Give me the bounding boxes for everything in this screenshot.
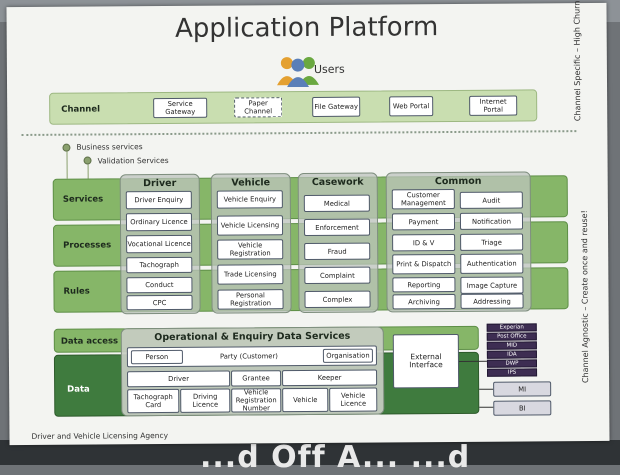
common-audit: Audit: [459, 191, 523, 209]
mi-connector: [479, 388, 494, 390]
ods-driving-licence: Driving Licence: [180, 388, 231, 413]
channel-agnostic-note: Channel Agnostic – Create once and reuse…: [579, 210, 591, 384]
external-interface: External Interface: [392, 333, 460, 389]
trade-licensing: Trade Licensing: [217, 264, 284, 285]
common-archiving: Archiving: [392, 293, 456, 310]
external-connector: [458, 360, 487, 362]
external-ips: IPS: [487, 368, 538, 377]
common-triage: Triage: [460, 233, 524, 251]
ods-vehicle: Vehicle: [282, 387, 329, 413]
bi-box: BI: [493, 400, 552, 416]
common-print-dispatch: Print & Dispatch: [392, 253, 456, 275]
validation-services-label: Validation Services: [97, 155, 169, 166]
data-access-label: Data access: [60, 336, 119, 347]
external-experian: Experian: [486, 323, 537, 332]
cpc: CPC: [126, 294, 193, 311]
channel-service-gateway: Service Gateway: [153, 97, 208, 119]
external-dwp: DWP: [486, 359, 538, 368]
ordinary-licence: Ordinary Licence: [125, 212, 193, 232]
common-notification: Notification: [459, 212, 524, 230]
casework-enforcement: Enforcement: [303, 218, 371, 237]
casework-medical: Medical: [303, 194, 370, 213]
dotted-separator: [21, 130, 577, 136]
legend-connector-2: [87, 164, 89, 179]
rules-label: Rules: [63, 286, 90, 297]
processes-label: Processes: [63, 240, 112, 251]
ods-grantee: Grantee: [231, 370, 282, 387]
channel-specific-note: Channel Specific – High Churn: [572, 0, 583, 122]
vocational-licence: Vocational Licence: [126, 234, 193, 254]
partial-next-poster-text: ...d Off A... ...d: [200, 440, 471, 475]
channel-file-gateway: File Gateway: [312, 96, 361, 117]
common-addressing: Addressing: [460, 293, 524, 309]
ods-driver: Driver: [127, 370, 231, 388]
bi-connector: [479, 406, 494, 408]
footer-agency: Driver and Vehicle Licensing Agency: [31, 430, 169, 441]
ods-keeper: Keeper: [282, 369, 378, 387]
common-title: Common: [434, 175, 482, 188]
external-mid: MID: [486, 341, 537, 350]
ods-vehicle-licence: Vehicle Licence: [329, 387, 378, 412]
common-payment: Payment: [391, 212, 456, 231]
casework-complex: Complex: [304, 290, 371, 309]
personal-registration: Personal Registration: [217, 289, 284, 310]
ods-title: Operational & Enquiry Data Services: [154, 330, 351, 344]
validation-services-dot: [83, 156, 92, 165]
channel-internet-portal: Internet Portal: [469, 95, 518, 116]
users-icon: [275, 53, 321, 88]
channel-paper: Paper Channel: [234, 97, 283, 118]
external-ida: IDA: [486, 350, 537, 359]
channel-label: Channel: [61, 104, 101, 115]
driver-title: Driver: [143, 177, 177, 190]
poster: Application Platform Users Channel Servi…: [6, 0, 610, 446]
users-label: Users: [313, 62, 345, 76]
external-post-office: Post Office: [486, 332, 537, 341]
casework-complaint: Complaint: [304, 266, 371, 285]
conduct: Conduct: [126, 276, 193, 294]
ods-party: Party (Customer): [208, 348, 289, 365]
mi-box: MI: [493, 381, 552, 397]
legend-connector: [66, 151, 68, 179]
casework-fraud: Fraud: [304, 242, 371, 261]
poster-title: Application Platform: [174, 12, 439, 44]
vehicle-registration: Vehicle Registration: [217, 239, 284, 260]
business-services-label: Business services: [76, 142, 143, 152]
ods-organisation: Organisation: [322, 348, 373, 363]
driver-enquiry: Driver Enquiry: [125, 190, 192, 210]
data-label: Data: [67, 384, 90, 395]
ods-tachograph-card: Tachograph Card: [127, 388, 180, 414]
vehicle-title: Vehicle: [231, 177, 271, 189]
common-reporting: Reporting: [392, 276, 456, 293]
channel-band: [49, 89, 538, 125]
common-customer-management: Customer Management: [391, 188, 455, 210]
common-authentication: Authentication: [460, 253, 524, 274]
ods-person: Person: [130, 349, 183, 365]
common-image-capture: Image Capture: [460, 276, 524, 294]
business-services-dot: [62, 143, 71, 152]
channel-web-portal: Web Portal: [389, 96, 434, 117]
common-id-v: ID & V: [392, 233, 456, 252]
tachograph: Tachograph: [126, 256, 193, 274]
vehicle-enquiry: Vehicle Enquiry: [216, 190, 283, 209]
services-label: Services: [62, 194, 104, 205]
ods-vehicle-registration-number: Vehicle Registration Number: [231, 388, 282, 413]
casework-title: Casework: [311, 176, 364, 188]
vehicle-licensing: Vehicle Licensing: [216, 215, 284, 236]
